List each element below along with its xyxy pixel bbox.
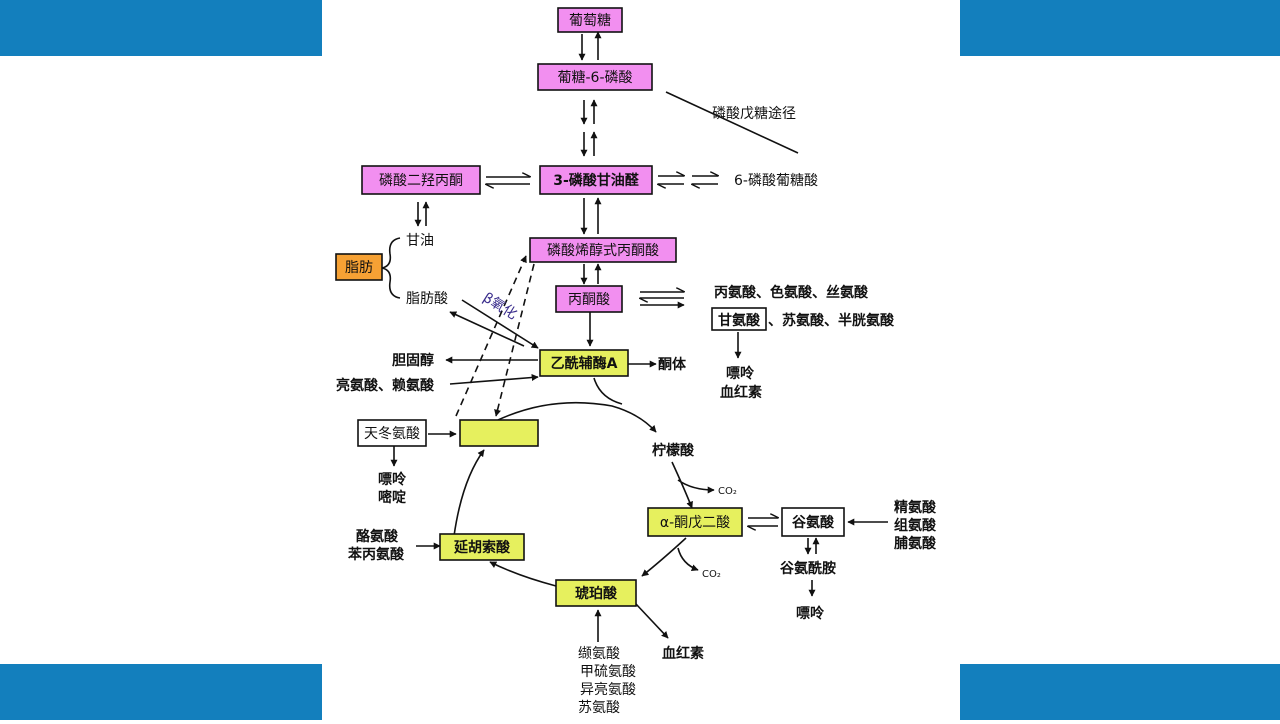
top-right-band [960,0,1280,56]
box-aspartate [357,419,427,447]
tca-citrate-to-akg [671,461,693,509]
glycine-label: 甘氨酸 [718,312,761,329]
box-g3p [539,165,653,195]
metabolism-diagram-panel: 葡萄糖 葡糖-6-磷酸 磷酸二羟丙酮 3-磷酸甘油醛 磷酸烯醇式丙酮酸 丙酮酸 … [322,0,960,720]
box-glucose [557,7,623,33]
g3p-label: 3-磷酸甘油醛 [553,172,640,189]
box-pyruvate [555,285,623,313]
leu-lys-label: 亮氨酸、赖氨酸 [336,377,435,394]
box-glutamate [781,507,845,537]
pep-label: 磷酸烯醇式丙酮酸 [547,242,659,259]
heme-label-1: 血红素 [720,384,762,401]
box-pep [529,237,677,263]
co2-label-1: CO₂ [718,486,737,497]
arg-label: 精氨酸 [894,499,937,516]
free-labels: 磷酸戊糖途径 6-磷酸葡糖酸 甘油 脂肪酸 β氧化 丙氨酸、色氨酸、丝氨酸 、苏… [336,105,937,716]
box-acetyl-coa [539,349,629,377]
purine-label-2: 嘌呤 [378,471,407,488]
acetyl-coa-label: 乙酰辅酶A [551,355,618,372]
arrows [381,31,888,642]
purine-label-3: 嘌呤 [796,605,825,622]
dhap-label: 磷酸二羟丙酮 [379,173,463,189]
glycerol-label: 甘油 [406,233,434,249]
aspartate-label: 天冬氨酸 [364,426,420,442]
tca-co2-2 [677,547,699,572]
pyruvate-label: 丙酮酸 [568,292,610,308]
glucose-label: 葡萄糖 [569,13,611,29]
box-dhap [361,165,481,195]
fumarate-label: 延胡索酸 [453,539,511,556]
glutamine-label: 谷氨酰胺 [780,560,836,577]
gluconate-label: 6-磷酸葡糖酸 [734,173,818,189]
box-g6p [537,63,653,91]
top-left-band [0,0,322,56]
glutamate-label: 谷氨酸 [792,514,835,531]
thr-label: 苏氨酸 [578,700,620,716]
box-fumarate [439,533,525,561]
arrow-acetyl-fa [449,311,525,347]
bottom-right-band [960,664,1280,720]
co2-label-2: CO₂ [702,569,721,580]
fatty-acid-label: 脂肪酸 [406,291,448,307]
dash-oaa-pep [455,255,527,417]
his-label: 组氨酸 [894,517,937,534]
tyr-label: 酪氨酸 [356,528,399,545]
dash-oaa-pep-2 [494,263,535,417]
box-fat [335,253,383,281]
beta-oxidation-label: β氧化 [480,290,520,323]
box-oaa [459,419,539,447]
tca-fum-to-oaa [453,449,485,537]
arrow-leu-acetyl [449,374,539,385]
metabolism-diagram: 葡萄糖 葡糖-6-磷酸 磷酸二羟丙酮 3-磷酸甘油醛 磷酸烯醇式丙酮酸 丙酮酸 … [335,7,937,716]
tca-oaa-to-citrate [497,401,657,433]
box-alpha-kg [647,507,743,537]
cholesterol-label: 胆固醇 [392,352,434,369]
citrate-label: 柠檬酸 [652,442,695,459]
met-label: 甲硫氨酸 [580,664,636,680]
pro-label: 脯氨酸 [894,535,937,552]
tca-akg-to-succ [641,537,687,577]
val-label: 缬氨酸 [578,646,620,662]
pentose-label: 磷酸戊糖途径 [712,105,796,122]
boxes [335,7,845,607]
g6p-label: 葡糖-6-磷酸 [557,70,632,86]
arrow-fa-acetyl [461,299,539,349]
fat-label: 脂肪 [345,260,373,276]
ile-label: 异亮氨酸 [580,681,636,698]
box-succinate [555,579,637,607]
purine-label-1: 嘌呤 [726,365,755,382]
box-glycine [711,307,767,331]
ketone-label: 酮体 [658,356,687,373]
tca-co2-1 [677,479,715,494]
arrow-succ-heme [635,603,669,639]
alpha-kg-label: α-酮戊二酸 [660,515,730,531]
phe-label: 苯丙氨酸 [347,546,405,563]
tca-acetyl-to-cycle [593,377,623,405]
arrow-pentose [665,91,799,154]
aa-row1-label: 丙氨酸、色氨酸、丝氨酸 [714,284,869,301]
tca-succ-to-fum [489,561,557,587]
pyrimidine-label: 嘧啶 [378,489,406,506]
succinate-label: 琥珀酸 [575,585,618,602]
fat-brace [381,237,401,299]
heme-label-2: 血红素 [662,645,704,662]
box-labels: 葡萄糖 葡糖-6-磷酸 磷酸二羟丙酮 3-磷酸甘油醛 磷酸烯醇式丙酮酸 丙酮酸 … [345,13,835,602]
bottom-left-band [0,664,322,720]
aa-row2-label: 、苏氨酸、半胱氨酸 [768,312,895,329]
